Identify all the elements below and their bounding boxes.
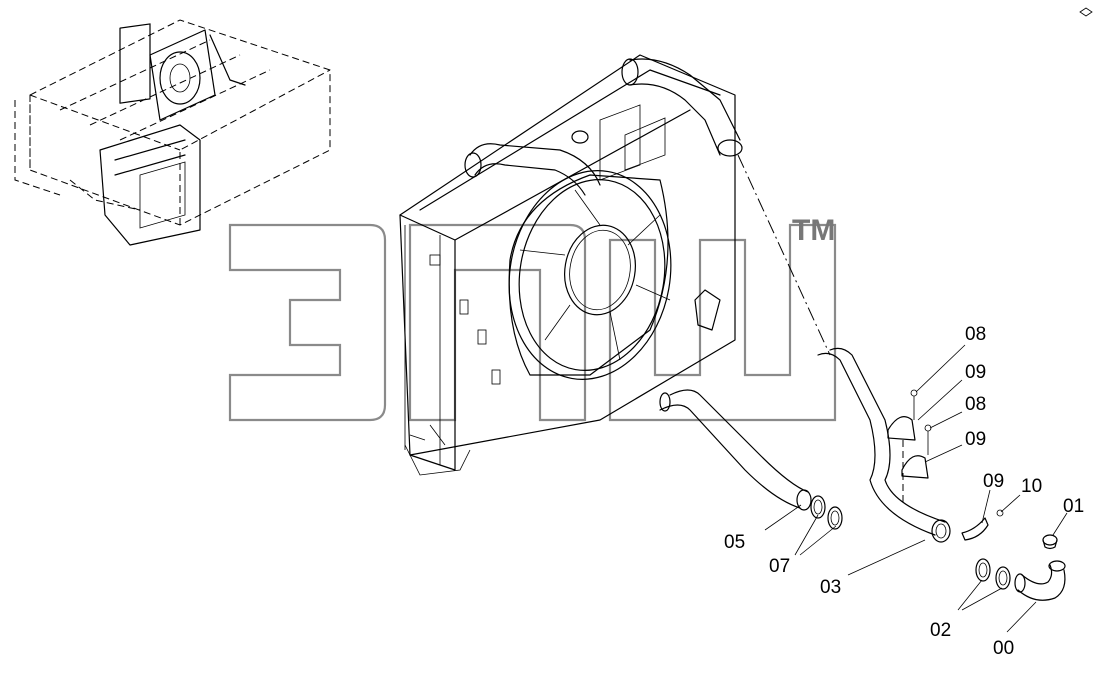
radiator-assembly bbox=[399, 54, 736, 476]
callout-08-lower: 08 bbox=[965, 394, 986, 415]
callout-05: 05 bbox=[724, 532, 745, 553]
bracket-lower bbox=[901, 424, 932, 479]
hose-00 bbox=[1014, 560, 1066, 601]
centre-line bbox=[737, 154, 831, 356]
callout-00: 00 bbox=[993, 638, 1014, 659]
fan-shroud bbox=[508, 170, 672, 380]
bracket-small bbox=[961, 509, 1004, 541]
callout-labels: 08 09 08 09 09 10 01 05 07 03 02 00 bbox=[724, 324, 1084, 659]
callout-02: 02 bbox=[930, 620, 951, 641]
clamps-07 bbox=[810, 495, 843, 530]
callout-08-upper: 08 bbox=[965, 324, 986, 345]
hose-03 bbox=[817, 347, 951, 543]
callout-03: 03 bbox=[820, 577, 841, 598]
callout-10: 10 bbox=[1021, 476, 1042, 497]
corner-mark bbox=[1079, 7, 1093, 17]
callout-07: 07 bbox=[769, 556, 790, 577]
leader-lines bbox=[764, 344, 1068, 633]
callout-09-small: 09 bbox=[983, 471, 1004, 492]
callout-09-lower: 09 bbox=[965, 429, 986, 450]
clamps-02 bbox=[975, 558, 1011, 590]
callout-09-upper: 09 bbox=[965, 362, 986, 383]
cap-01 bbox=[1042, 534, 1058, 550]
watermark-logo: TM bbox=[228, 214, 837, 422]
hose-05 bbox=[659, 389, 812, 511]
bracket-upper bbox=[887, 389, 918, 441]
upper-hoses bbox=[464, 58, 743, 331]
callout-01: 01 bbox=[1063, 496, 1084, 517]
trademark-symbol: TM bbox=[792, 214, 835, 247]
excavator-overview-illustration bbox=[14, 19, 331, 246]
